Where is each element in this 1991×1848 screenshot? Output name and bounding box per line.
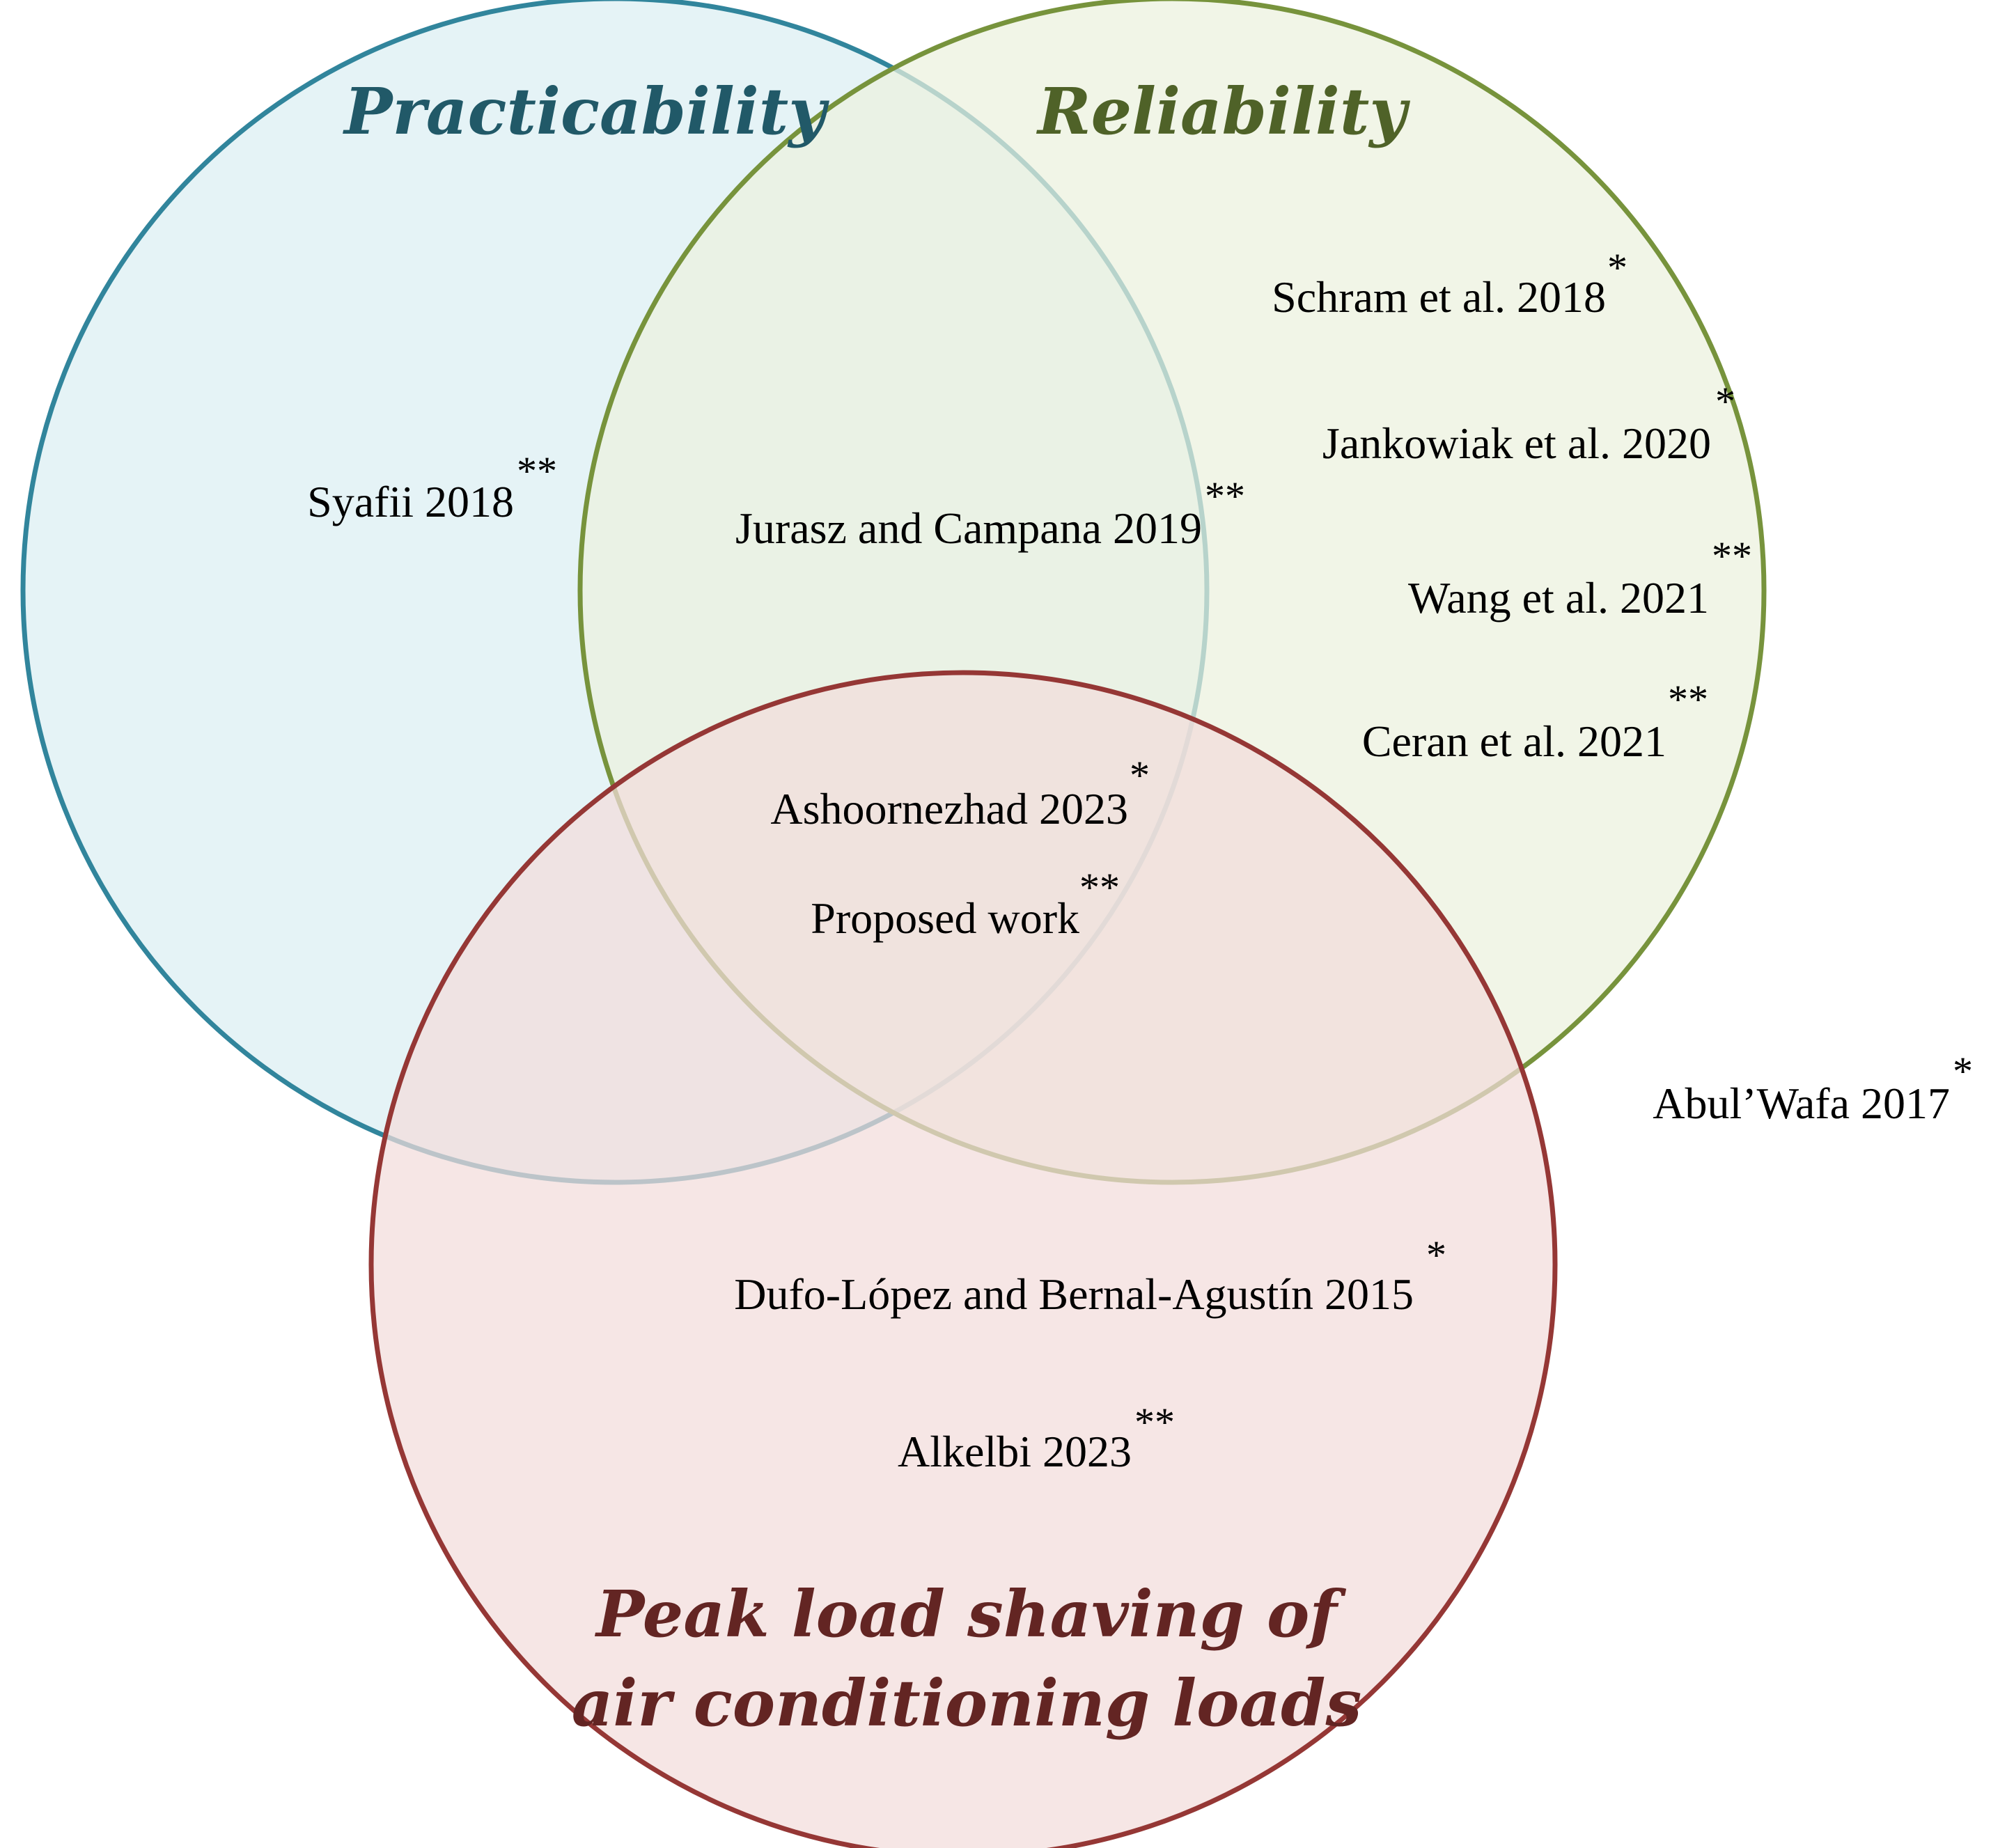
reference-item: Ceran et al. 2021** [1362, 677, 1708, 766]
reference-item: Ashoornezhad 2023* [770, 753, 1150, 833]
reference-asterisk-mark: * [1607, 245, 1627, 290]
reference-asterisk-mark: ** [1079, 865, 1120, 910]
reference-label: Jurasz and Campana 2019 [735, 503, 1202, 553]
set-title-practicability: Practicability [342, 74, 829, 149]
reference-label: Schram et al. 2018 [1272, 272, 1606, 322]
set-title-peak-load-shaving-line-2: air conditioning loads [572, 1666, 1362, 1741]
reference-label: Alkelbi 2023 [898, 1427, 1132, 1476]
reference-item: Wang et al. 2021** [1408, 533, 1752, 622]
set-circle-peak-load-shaving [368, 670, 1558, 1848]
reference-asterisk-mark: * [1130, 753, 1150, 798]
reference-asterisk-mark: ** [1712, 533, 1752, 579]
reference-label: Ceran et al. 2021 [1362, 717, 1666, 766]
reference-label: Jankowiak et al. 2020 [1322, 418, 1711, 468]
reference-item: Syafii 2018** [307, 448, 557, 526]
reference-item: Alkelbi 2023** [898, 1400, 1175, 1476]
reference-asterisk-mark: * [1715, 379, 1735, 424]
set-title-peak-load-shaving-line-1: Peak load shaving of [594, 1576, 1346, 1652]
reference-label: Syafii 2018 [307, 477, 514, 526]
reference-asterisk-mark: ** [1205, 473, 1245, 519]
reference-asterisk-mark: * [1426, 1232, 1446, 1278]
reference-item: Dufo-López and Bernal-Agustín 2015 * [734, 1232, 1446, 1319]
reference-labels: Syafii 2018**Jurasz and Campana 2019**Sc… [307, 245, 1973, 1476]
reference-label: Proposed work [811, 893, 1079, 943]
reference-item: Jurasz and Campana 2019** [735, 473, 1245, 553]
set-title-reliability: Reliability [1036, 74, 1410, 149]
set-circles [20, 0, 1767, 1848]
reference-item: Abul’Wafa 2017* [1653, 1049, 1973, 1128]
reference-asterisk-mark: ** [1668, 677, 1708, 722]
reference-label: Dufo-López and Bernal-Agustín 2015 [734, 1269, 1414, 1319]
reference-asterisk-mark: ** [517, 448, 557, 494]
reference-label: Wang et al. 2021 [1408, 573, 1709, 622]
reference-item: Schram et al. 2018* [1272, 245, 1627, 322]
reference-item: Proposed work** [811, 865, 1120, 943]
reference-asterisk-mark: * [1953, 1049, 1973, 1094]
reference-item: Jankowiak et al. 2020* [1322, 379, 1735, 468]
reference-label: Ashoornezhad 2023 [770, 784, 1128, 833]
reference-asterisk-mark: ** [1134, 1400, 1175, 1445]
reference-label: Abul’Wafa 2017 [1653, 1079, 1950, 1128]
